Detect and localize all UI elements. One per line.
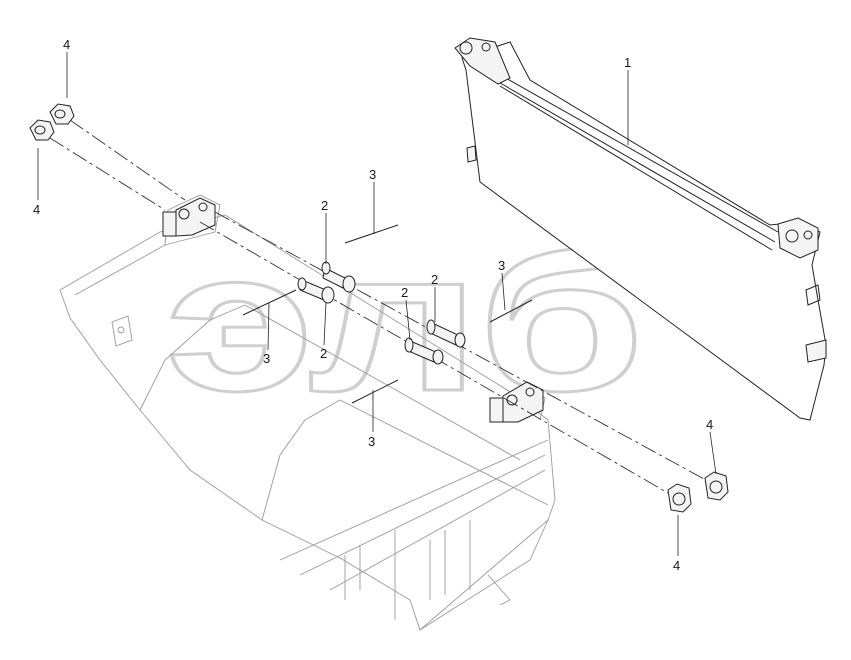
castle-nut-2 xyxy=(29,119,55,141)
hinge-pin-4 xyxy=(404,337,444,365)
callout-2-pin: 2 xyxy=(320,346,327,361)
callout-4-nut: 4 xyxy=(63,37,70,52)
split-pin-1 xyxy=(344,224,399,244)
tailgate-panel xyxy=(454,37,827,421)
callout-3-split-pin: 3 xyxy=(263,351,270,366)
hinge-pin-3 xyxy=(426,319,466,348)
callout-4-nut: 4 xyxy=(706,417,713,432)
castle-nut-3 xyxy=(704,471,729,501)
castle-nut-1 xyxy=(49,103,75,125)
hinge-pin-1 xyxy=(321,261,356,293)
watermark-logo: элб xyxy=(165,210,645,433)
callout-4-nut: 4 xyxy=(673,558,680,573)
castle-nut-4 xyxy=(667,483,692,513)
callout-labels: 1 2 2 2 2 3 3 3 3 4 4 4 4 xyxy=(33,37,713,573)
callout-4-nut: 4 xyxy=(33,202,40,217)
callout-2-pin: 2 xyxy=(401,285,408,300)
callout-3-split-pin: 3 xyxy=(498,258,505,273)
leader-lines xyxy=(37,52,717,556)
callout-3-split-pin: 3 xyxy=(368,434,375,449)
callout-1-tailgate: 1 xyxy=(624,55,631,70)
left-hinge-bracket xyxy=(162,197,216,237)
mounting-plate xyxy=(111,315,133,347)
split-pin-4 xyxy=(351,379,399,404)
hinge-pin-2 xyxy=(297,277,335,304)
split-pin-3 xyxy=(489,299,533,323)
callout-3-split-pin: 3 xyxy=(369,167,376,182)
callout-2-pin: 2 xyxy=(321,198,328,213)
split-pin-2 xyxy=(242,289,297,316)
callout-2-pin: 2 xyxy=(431,272,438,287)
